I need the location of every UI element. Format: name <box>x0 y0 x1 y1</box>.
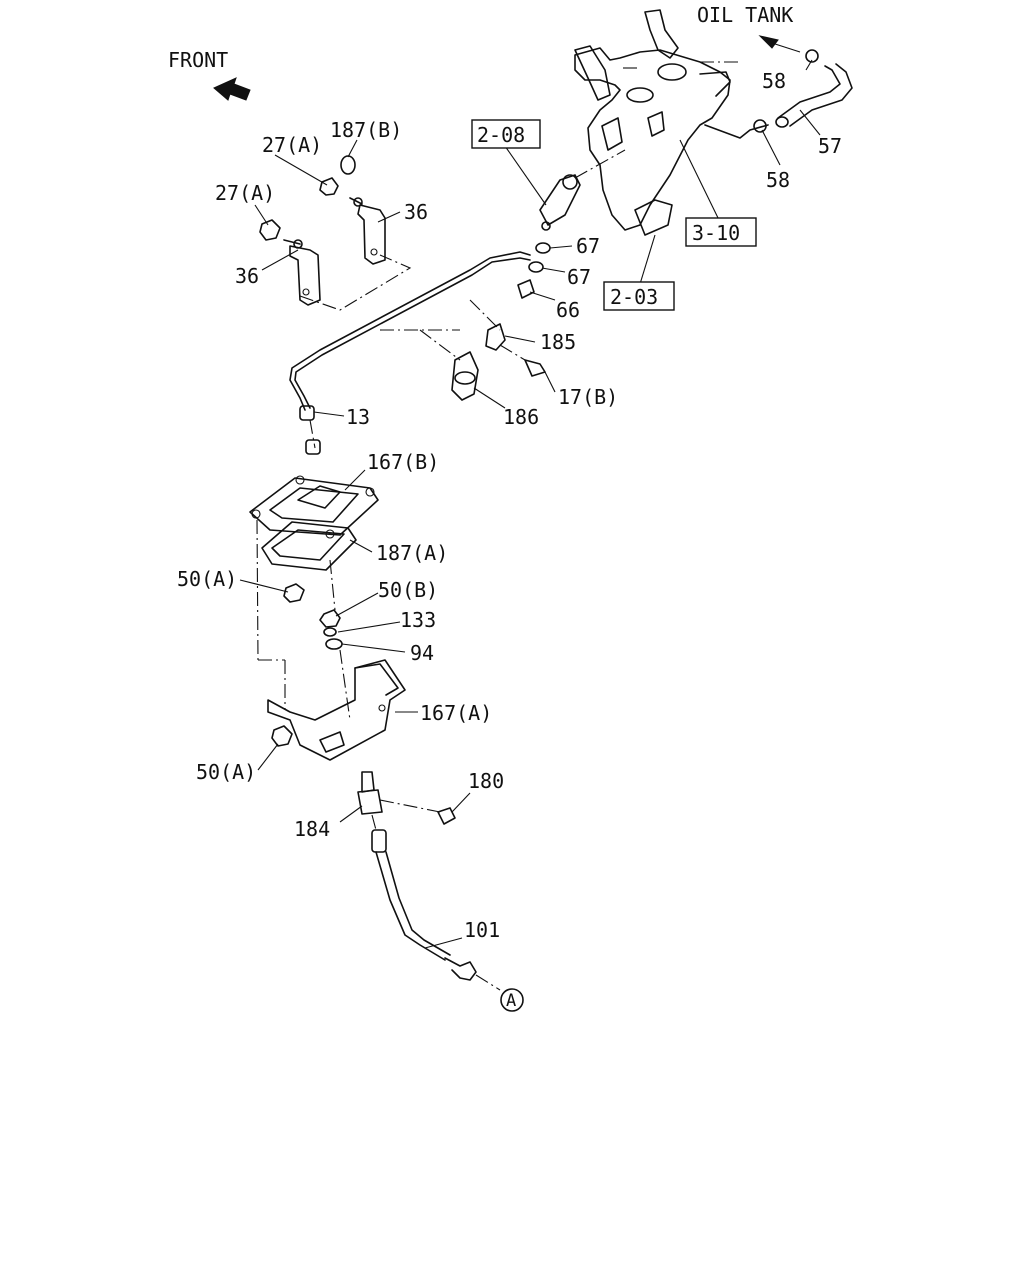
ref-2-08-text: 2-08 <box>477 123 525 147</box>
label-27a-lower: 27(A) <box>215 181 275 205</box>
clip-186-icon <box>451 351 479 401</box>
label-184: 184 <box>294 817 330 841</box>
circle-ref-a[interactable]: A <box>500 988 524 1012</box>
label-36-left: 36 <box>235 264 259 288</box>
washer-67-icon <box>528 242 551 273</box>
ref-box-2-03[interactable]: 2-03 <box>603 281 675 311</box>
label-58-top: 58 <box>762 69 786 93</box>
label-57: 57 <box>818 134 842 158</box>
label-13: 13 <box>346 405 370 429</box>
label-187b: 187(B) <box>330 118 402 142</box>
master-cylinder-fitting <box>539 149 626 231</box>
label-167b: 167(B) <box>367 450 439 474</box>
nut-27a-icon <box>259 177 339 241</box>
label-180: 180 <box>468 769 504 793</box>
bracket-36-left <box>289 245 321 306</box>
label-66: 66 <box>556 298 580 322</box>
label-185: 185 <box>540 330 576 354</box>
label-187a: 187(A) <box>376 541 448 565</box>
oil-tank-label: OIL TANK <box>697 3 793 27</box>
front-label: FRONT <box>168 48 228 72</box>
bolt-17b-icon <box>499 344 546 377</box>
gasket-187a <box>261 521 357 571</box>
label-50b: 50(B) <box>378 578 438 602</box>
bolt-66-icon <box>517 279 535 299</box>
front-arrow-icon <box>213 77 251 101</box>
label-50a-upper: 50(A) <box>177 567 237 591</box>
ref-2-03-text: 2-03 <box>610 285 658 309</box>
label-50a-lower: 50(A) <box>196 760 256 784</box>
grommet-187b-icon <box>340 155 356 175</box>
circle-ref-a-text: A <box>506 991 516 1011</box>
ref-box-3-10[interactable]: 3-10 <box>685 217 757 247</box>
frame-dash-lines <box>299 254 501 361</box>
bolt-180-icon <box>437 807 456 825</box>
label-67-upper: 67 <box>576 234 600 258</box>
label-167a: 167(A) <box>420 701 492 725</box>
nut-50-icons <box>271 583 341 747</box>
bracket-167a <box>267 659 406 761</box>
cover-167b <box>249 475 379 539</box>
washer-133-94-icons <box>323 627 343 650</box>
label-27a-upper: 27(A) <box>262 133 322 157</box>
connector-184 <box>357 771 441 815</box>
label-67-lower: 67 <box>567 265 591 289</box>
leader-lines <box>239 59 821 949</box>
brake-pipe-13 <box>289 251 531 455</box>
ref-box-2-08[interactable]: 2-08 <box>471 119 541 149</box>
bolt-icons <box>283 197 363 249</box>
label-186: 186 <box>503 405 539 429</box>
mount-dash-lines <box>256 519 351 721</box>
label-36-right: 36 <box>404 200 428 224</box>
bracket-36-right <box>357 204 386 265</box>
label-17b: 17(B) <box>558 385 618 409</box>
label-101: 101 <box>464 918 500 942</box>
pedal-bracket-assembly <box>574 9 853 236</box>
label-58-lower: 58 <box>766 168 790 192</box>
hose-101 <box>371 814 501 991</box>
label-133: 133 <box>400 608 436 632</box>
label-94: 94 <box>410 641 434 665</box>
oil-tank-arrow-icon <box>758 35 801 53</box>
ref-3-10-text: 3-10 <box>692 221 740 245</box>
